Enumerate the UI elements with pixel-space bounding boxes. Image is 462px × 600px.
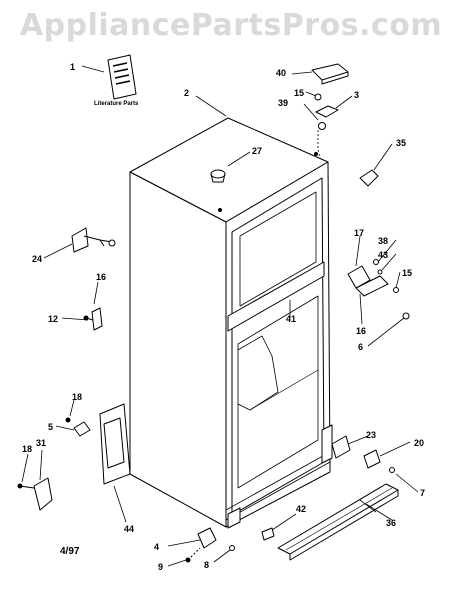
callout-8: 8 [204, 560, 209, 570]
bracket-5 [65, 417, 91, 437]
callout-40: 40 [276, 68, 286, 78]
callout-3: 3 [354, 90, 359, 100]
callout-1: 1 [70, 62, 75, 72]
callout-15-top: 15 [294, 88, 304, 98]
callout-24: 24 [32, 254, 42, 264]
cabinet [129, 117, 333, 529]
callout-42: 42 [296, 504, 306, 514]
callout-18-a: 18 [72, 392, 82, 402]
callout-4: 4 [154, 542, 159, 552]
callout-7: 7 [420, 488, 425, 498]
hinge-cover [311, 63, 349, 85]
callout-16-right: 16 [356, 326, 366, 336]
callout-5: 5 [48, 422, 53, 432]
clip-42 [261, 527, 275, 541]
callout-39: 39 [278, 98, 288, 108]
callout-12: 12 [48, 314, 58, 324]
callout-41: 41 [286, 314, 296, 324]
callout-15-right: 15 [402, 268, 412, 278]
callout-17: 17 [354, 228, 364, 238]
handle [359, 169, 379, 187]
callout-6: 6 [358, 342, 363, 352]
callout-44: 44 [124, 524, 134, 534]
bottom-hinge [331, 435, 395, 473]
callout-2: 2 [184, 88, 189, 98]
top-hinge [314, 93, 339, 159]
callout-43: 43 [378, 250, 388, 260]
literature-packet [107, 54, 137, 100]
callout-16-left: 16 [96, 272, 106, 282]
callout-35: 35 [396, 138, 406, 148]
callout-36: 36 [386, 518, 396, 528]
roller-bracket [185, 527, 235, 563]
callout-27: 27 [252, 146, 262, 156]
literature-label: Literature Parts [94, 101, 139, 107]
callout-31: 31 [36, 438, 46, 448]
leader-lines [21, 65, 419, 567]
bottom-panel [99, 403, 131, 485]
toe-grille [277, 483, 399, 561]
leveler-bracket [71, 227, 116, 253]
mid-hinge [347, 259, 410, 320]
bracket-12 [83, 307, 103, 331]
callout-20: 20 [414, 438, 424, 448]
plug-button [210, 169, 226, 183]
callout-18-b: 18 [22, 444, 32, 454]
date-code: 4/97 [60, 546, 80, 557]
cover-31 [17, 477, 53, 511]
callout-38: 38 [378, 236, 388, 246]
callout-9: 9 [158, 562, 163, 572]
watermark: AppliancePartsPros.com [19, 8, 443, 43]
callout-23: 23 [366, 430, 376, 440]
